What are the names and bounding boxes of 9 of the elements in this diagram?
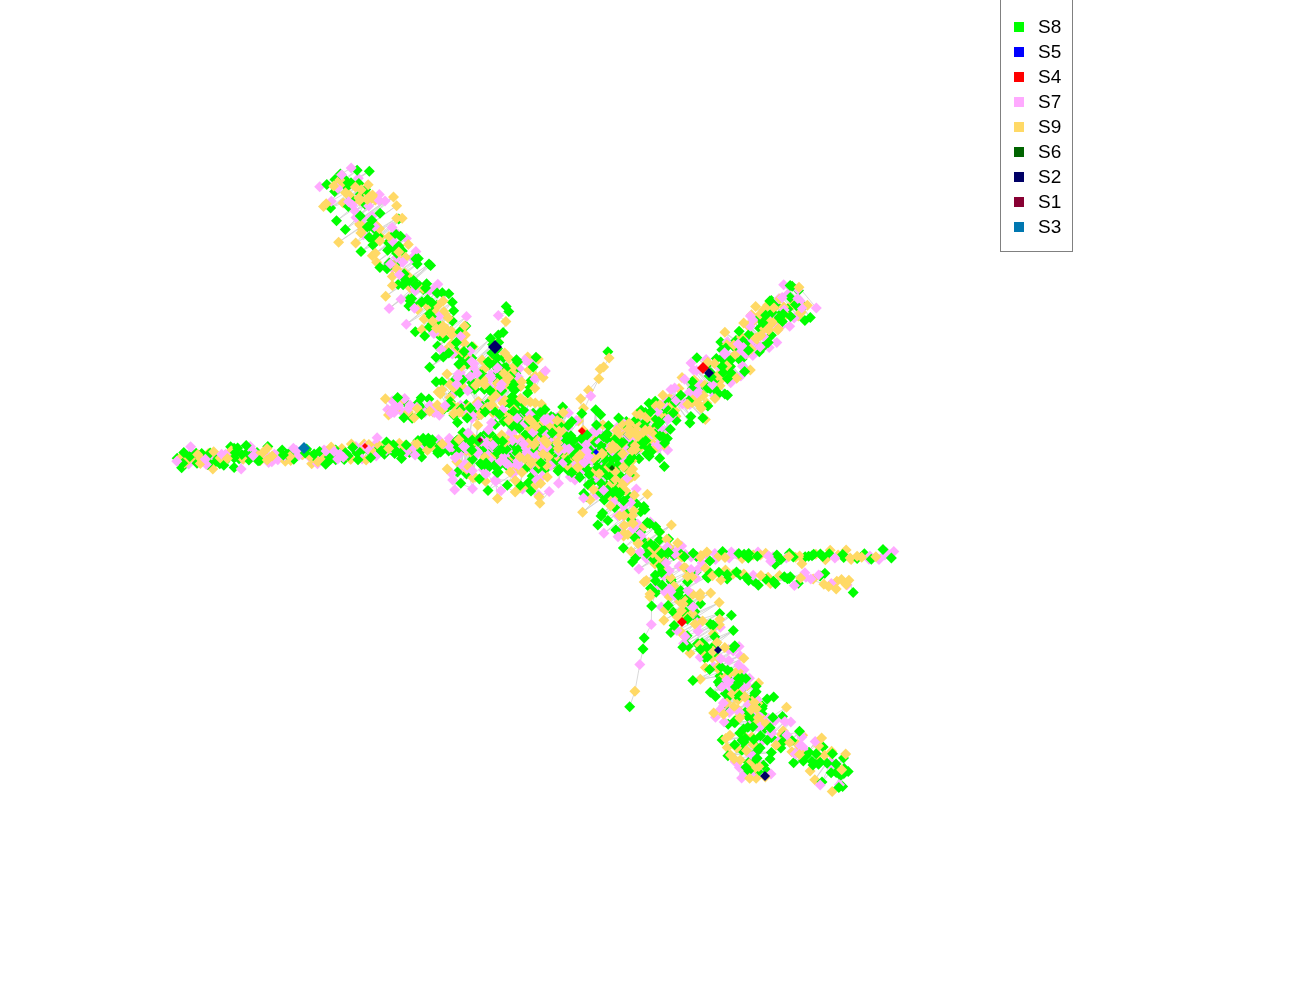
legend-label: S8 <box>1038 15 1062 38</box>
legend-label: S4 <box>1038 65 1062 88</box>
legend-label: S1 <box>1038 190 1062 213</box>
legend-label: S3 <box>1038 215 1062 238</box>
legend-label: S5 <box>1038 40 1062 63</box>
legend-label: S9 <box>1038 115 1062 138</box>
legend-label: S6 <box>1038 140 1062 163</box>
legend-label: S2 <box>1038 165 1062 188</box>
legend-label: S7 <box>1038 90 1062 113</box>
